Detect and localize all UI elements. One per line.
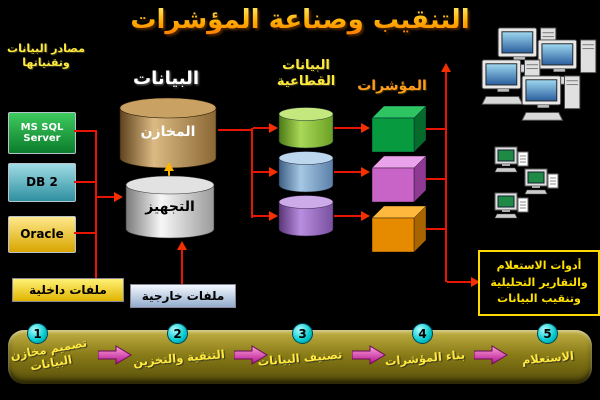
connector-line xyxy=(445,72,447,282)
indicator-cube-green xyxy=(371,105,427,156)
source-box-mssql: MS SQL Server xyxy=(8,112,76,154)
connector-line xyxy=(253,127,270,129)
arrowhead-icon xyxy=(361,211,370,221)
indicator-cube-magenta xyxy=(371,155,427,206)
terminal-icon xyxy=(494,146,530,182)
data-header: البيانات xyxy=(133,68,199,89)
step-badge-4: 4 xyxy=(412,323,433,344)
external-files-banner: ملفات خارجية xyxy=(130,284,236,308)
arrowhead-icon xyxy=(114,192,123,202)
indicators-header: المؤشرات xyxy=(357,78,427,94)
arrowhead-icon xyxy=(177,241,187,250)
arrowhead-icon xyxy=(269,123,278,133)
step-badge-1: 1 xyxy=(27,323,48,344)
connector-line xyxy=(181,249,183,284)
step-arrow-icon xyxy=(473,345,508,369)
connector-line xyxy=(447,281,473,283)
arrowhead-icon xyxy=(441,63,451,72)
terminal-icon xyxy=(524,168,560,204)
arrowhead-icon xyxy=(361,167,370,177)
connector-line xyxy=(426,128,446,130)
connector-line xyxy=(334,171,362,173)
step-arrow-icon xyxy=(233,345,268,369)
cylinder-processing-label: التجهيز xyxy=(145,199,195,215)
connector-line xyxy=(74,232,95,234)
step-badge-5: 5 xyxy=(537,323,558,344)
source-box-oracle: Oracle xyxy=(8,216,76,253)
connector-line xyxy=(334,215,362,217)
tools-box-line3: وتنقيب البيانات xyxy=(497,292,581,306)
connector-line xyxy=(426,178,446,180)
connector-line xyxy=(74,130,95,132)
sectoral-header: البيانات القطاعية xyxy=(276,58,336,90)
external-files-label: ملفات خارجية xyxy=(141,289,225,303)
arrowhead-icon xyxy=(269,211,278,221)
connector-line xyxy=(253,171,270,173)
connector-line xyxy=(168,171,170,179)
terminal-icon xyxy=(494,192,530,228)
source-label-mssql: MS SQL Server xyxy=(20,121,64,145)
connector-line xyxy=(253,215,270,217)
connector-line xyxy=(334,127,362,129)
connector-line xyxy=(97,196,115,198)
tools-box-line1: أدوات الاستعلام xyxy=(496,259,582,273)
workstation-icon xyxy=(520,74,582,130)
tools-box: أدوات الاستعلام والتقارير التحليلية وتنق… xyxy=(478,250,600,316)
step-badge-2: 2 xyxy=(167,323,188,344)
indicator-cube-orange xyxy=(371,205,427,256)
cylinder-processing: التجهيز xyxy=(124,174,216,240)
tools-box-line2: والتقارير التحليلية xyxy=(490,275,588,289)
arrowhead-icon xyxy=(164,162,174,171)
workstation-icon xyxy=(536,38,598,94)
internal-files-label: ملفات داخلية xyxy=(29,283,107,297)
cylinder-warehouse: المخازن xyxy=(118,96,218,170)
connector-line xyxy=(426,228,446,230)
cylinder-icon xyxy=(125,175,215,239)
internal-files-banner: ملفات داخلية xyxy=(12,278,124,302)
sectoral-cylinder-purple xyxy=(278,195,334,241)
page-title: التنقيب وصناعة المؤشرات xyxy=(0,5,600,35)
connector-line xyxy=(251,128,253,218)
sectoral-cylinder-green xyxy=(278,107,334,153)
connector-line xyxy=(95,130,97,278)
step-arrow-icon xyxy=(97,345,132,369)
arrowhead-icon xyxy=(361,123,370,133)
connector-line xyxy=(218,129,251,131)
sectoral-cylinder-blue xyxy=(278,151,334,197)
arrowhead-icon xyxy=(471,277,480,287)
arrowhead-icon xyxy=(269,167,278,177)
step-arrow-icon xyxy=(351,345,386,369)
step-badge-3: 3 xyxy=(292,323,313,344)
source-label-db2: DB 2 xyxy=(26,174,58,189)
cylinder-warehouse-label: المخازن xyxy=(140,124,196,140)
connector-line xyxy=(74,181,95,183)
sources-header: مصادر البيانات وتقنياتها xyxy=(7,42,85,70)
source-box-db2: DB 2 xyxy=(8,163,76,202)
source-label-oracle: Oracle xyxy=(20,226,64,241)
